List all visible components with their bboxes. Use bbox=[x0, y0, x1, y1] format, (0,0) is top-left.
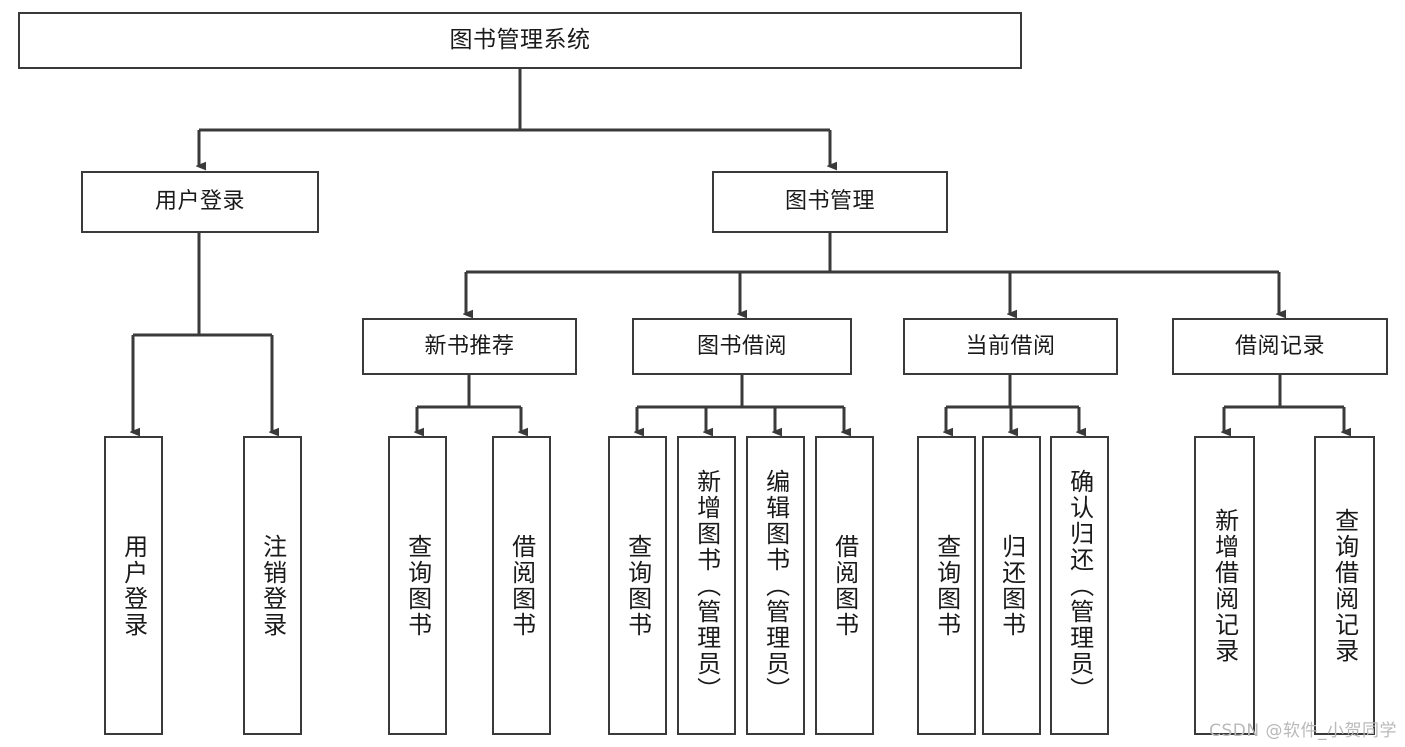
node-label: 用户登录 bbox=[119, 533, 148, 638]
leaf-user-login-logout[interactable]: 注销登录 bbox=[243, 436, 302, 735]
leaf-user-login-login[interactable]: 用户登录 bbox=[104, 436, 163, 735]
node-root-book-management-system[interactable]: 图书管理系统 bbox=[18, 12, 1022, 69]
node-label: 图书管理 bbox=[784, 189, 875, 215]
leaf-current-borrow-confirm-return-admin[interactable]: 确认归还（管理员） bbox=[1050, 436, 1109, 735]
node-book-borrow[interactable]: 图书借阅 bbox=[632, 318, 852, 375]
node-label: 注销登录 bbox=[258, 533, 287, 638]
node-label: 编辑图书（管理员） bbox=[761, 468, 790, 703]
node-label: 借阅图书 bbox=[830, 533, 859, 638]
node-user-login[interactable]: 用户登录 bbox=[81, 171, 319, 233]
node-label: 确认归还（管理员） bbox=[1065, 468, 1094, 703]
leaf-current-borrow-query-book[interactable]: 查询图书 bbox=[917, 436, 976, 735]
leaf-borrow-record-add-record[interactable]: 新增借阅记录 bbox=[1194, 436, 1255, 735]
node-label: 查询图书 bbox=[403, 533, 432, 638]
leaf-book-borrow-add-book-admin[interactable]: 新增图书（管理员） bbox=[677, 436, 736, 735]
node-label: 查询借阅记录 bbox=[1330, 507, 1359, 664]
node-label: 借阅记录 bbox=[1234, 333, 1325, 359]
node-borrow-record[interactable]: 借阅记录 bbox=[1172, 318, 1388, 375]
node-label: 查询图书 bbox=[932, 533, 961, 638]
node-label: 借阅图书 bbox=[507, 533, 536, 638]
node-label: 图书借阅 bbox=[696, 333, 787, 359]
node-label: 图书管理系统 bbox=[449, 27, 591, 54]
node-label: 新书推荐 bbox=[424, 333, 515, 359]
node-current-borrow[interactable]: 当前借阅 bbox=[903, 318, 1118, 375]
csdn-watermark: CSDN @软件_小贺同学 bbox=[1209, 721, 1397, 741]
leaf-new-book-borrow-book[interactable]: 借阅图书 bbox=[492, 436, 551, 735]
node-label: 新增图书（管理员） bbox=[692, 468, 721, 703]
node-book-management[interactable]: 图书管理 bbox=[712, 171, 948, 233]
node-label: 用户登录 bbox=[154, 189, 245, 215]
node-new-book-recommend[interactable]: 新书推荐 bbox=[362, 318, 577, 375]
node-label: 归还图书 bbox=[997, 533, 1026, 638]
leaf-book-borrow-query-book[interactable]: 查询图书 bbox=[608, 436, 667, 735]
leaf-borrow-record-query-record[interactable]: 查询借阅记录 bbox=[1314, 436, 1375, 735]
leaf-book-borrow-edit-book-admin[interactable]: 编辑图书（管理员） bbox=[746, 436, 805, 735]
node-label: 当前借阅 bbox=[965, 333, 1056, 359]
leaf-book-borrow-borrow-book[interactable]: 借阅图书 bbox=[815, 436, 874, 735]
node-label: 查询图书 bbox=[623, 533, 652, 638]
leaf-new-book-query-book[interactable]: 查询图书 bbox=[388, 436, 447, 735]
leaf-current-borrow-return-book[interactable]: 归还图书 bbox=[982, 436, 1041, 735]
node-label: 新增借阅记录 bbox=[1210, 507, 1239, 664]
